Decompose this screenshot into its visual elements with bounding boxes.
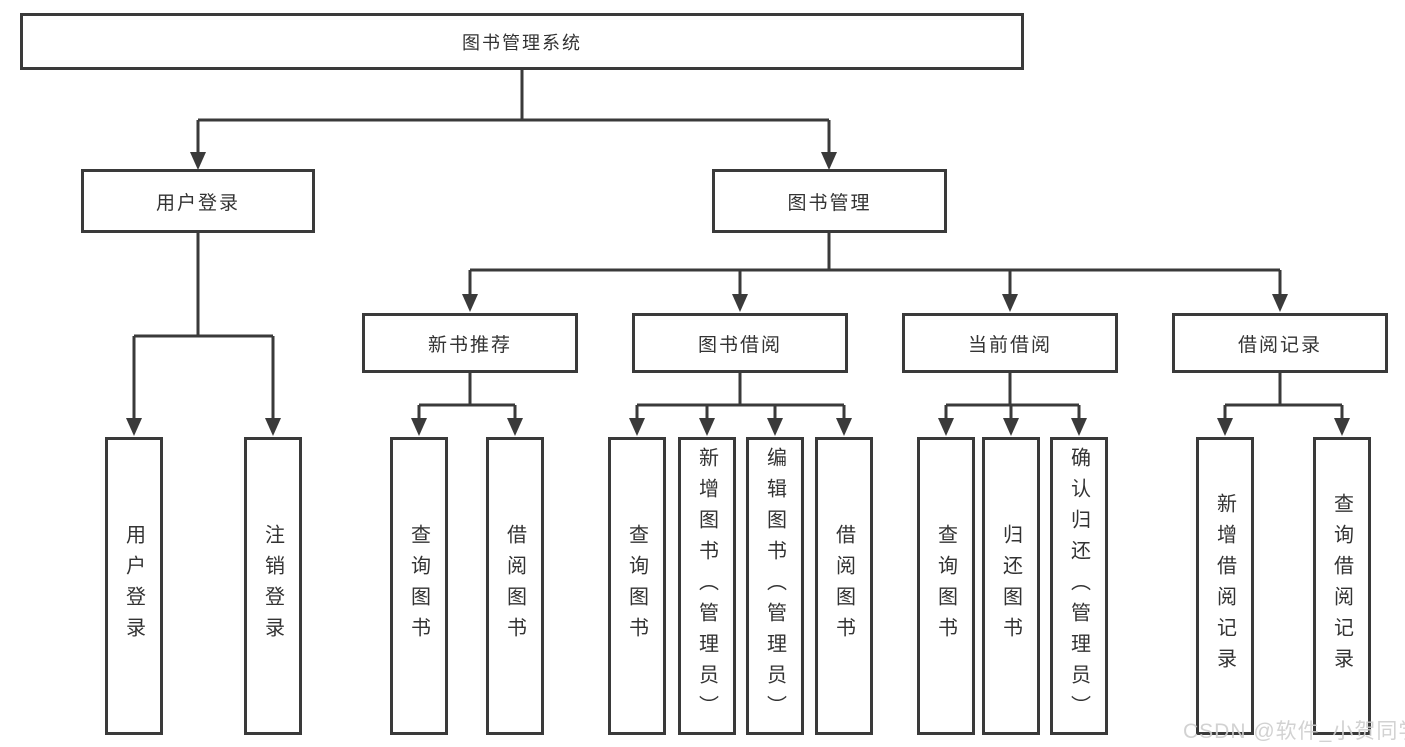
- arrowhead-icon: [1071, 418, 1087, 436]
- arrowhead-icon: [265, 418, 281, 436]
- arrowhead-icon: [1002, 294, 1018, 312]
- node-current-borrow: 当前借阅: [902, 313, 1118, 373]
- arrowhead-icon: [126, 418, 142, 436]
- leaf-confirm-return-admin: 确认归还（管理员）: [1050, 437, 1108, 735]
- tree-connector-path: [132, 70, 1344, 421]
- arrowhead-icon: [1272, 294, 1288, 312]
- leaf-borrow-books: 借阅图书: [815, 437, 873, 735]
- node-root: 图书管理系统: [20, 13, 1024, 70]
- node-user-login: 用户登录: [81, 169, 315, 233]
- leaf-query-borrow-record: 查询借阅记录: [1313, 437, 1371, 735]
- arrowhead-icon: [836, 418, 852, 436]
- watermark: CSDN @软件_小贺同学: [1183, 720, 1405, 743]
- arrowhead-icon: [629, 418, 645, 436]
- leaf-query-books: 查询图书: [917, 437, 975, 735]
- leaf-add-borrow-record: 新增借阅记录: [1196, 437, 1254, 735]
- arrowhead-icon: [507, 418, 523, 436]
- arrowhead-icon: [411, 418, 427, 436]
- leaf-logout: 注销登录: [244, 437, 302, 735]
- leaf-user-login: 用户登录: [105, 437, 163, 735]
- leaf-query-books: 查询图书: [390, 437, 448, 735]
- arrowhead-icon: [190, 152, 206, 170]
- leaf-borrow-books: 借阅图书: [486, 437, 544, 735]
- node-book-management: 图书管理: [712, 169, 947, 233]
- arrowhead-icon: [699, 418, 715, 436]
- node-new-book-recommend: 新书推荐: [362, 313, 578, 373]
- node-book-borrow: 图书借阅: [632, 313, 848, 373]
- arrowhead-icon: [821, 152, 837, 170]
- arrowhead-icon: [1217, 418, 1233, 436]
- node-borrow-records: 借阅记录: [1172, 313, 1388, 373]
- leaf-edit-book-admin: 编辑图书（管理员）: [746, 437, 804, 735]
- leaf-query-books: 查询图书: [608, 437, 666, 735]
- leaf-add-book-admin: 新增图书（管理员）: [678, 437, 736, 735]
- arrowhead-icon: [767, 418, 783, 436]
- arrowhead-icon: [938, 418, 954, 436]
- arrowhead-icon: [462, 294, 478, 312]
- arrowhead-icon: [1003, 418, 1019, 436]
- leaf-return-book: 归还图书: [982, 437, 1040, 735]
- arrowhead-icon: [1334, 418, 1350, 436]
- arrowhead-icon: [732, 294, 748, 312]
